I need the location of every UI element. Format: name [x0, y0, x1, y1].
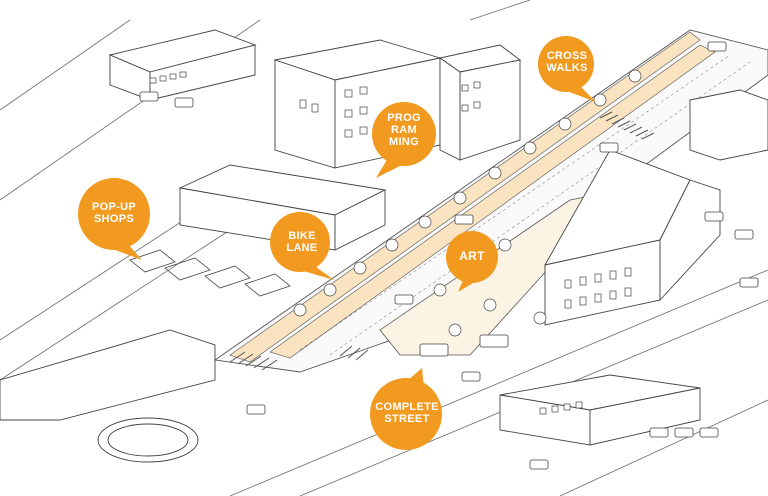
building-bottom-right [499, 374, 701, 446]
callout-bike-lane: BIKE LANE [266, 210, 338, 280]
callout-programming: PROG RAM MING [368, 100, 440, 178]
building-right [544, 149, 721, 326]
callout-text: SHOPS [93, 213, 134, 225]
callout-art: ART [444, 230, 500, 292]
crosswalk-stripes [599, 111, 655, 140]
callout-text: BIKE [288, 230, 316, 242]
street-trees [293, 69, 642, 337]
building-low-left [0, 329, 216, 421]
callout-text: WALKS [546, 62, 588, 74]
cars [139, 41, 759, 470]
speech-bubble-icon [270, 212, 334, 280]
building-far-right [689, 89, 768, 161]
callout-text: COMPLETE [375, 401, 439, 413]
speech-bubble-icon [372, 102, 436, 178]
building-top-left [108, 29, 257, 101]
callout-text: POP-UP [92, 201, 136, 213]
callout-text: MING [389, 136, 419, 148]
windows [149, 71, 632, 415]
ground-line [0, 19, 131, 111]
speech-bubble-icon [446, 231, 498, 292]
popup-shop-tents [129, 249, 291, 297]
roundabout [97, 417, 199, 463]
speech-bubble-icon [78, 178, 150, 260]
callout-text: LANE [286, 242, 318, 254]
callout-popup-shops: POP-UP SHOPS [76, 176, 152, 260]
callout-text: CROSS [546, 50, 588, 62]
speech-bubble-icon [370, 368, 442, 450]
callout-complete-street: COMPLETE STREET [366, 368, 448, 452]
callout-text: STREET [384, 413, 430, 425]
callout-text: RAM [391, 124, 417, 136]
callout-text: PROG [387, 112, 421, 124]
speech-bubble-icon [538, 36, 596, 102]
callout-text: ART [459, 249, 485, 263]
callout-crosswalks: CROSS WALKS [534, 34, 600, 102]
